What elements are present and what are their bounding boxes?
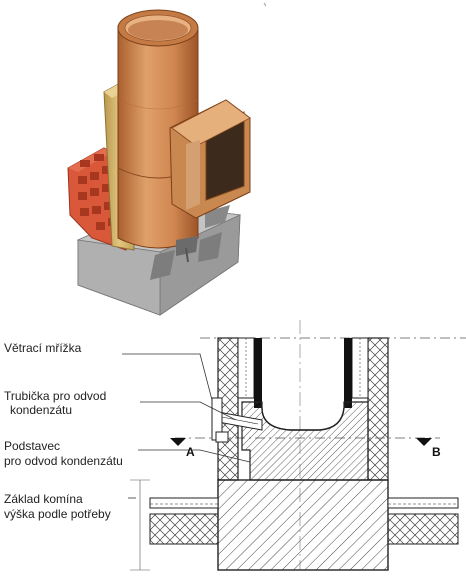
section-marker-b: B [416,438,441,459]
leader-lines [122,353,251,499]
label-condensate-base-1: Podstavec [4,439,60,453]
foundation-block [217,479,389,571]
technical-section-drawing: A B Větrací mřížka Trubička pro odvod ko… [4,320,466,571]
label-foundation-2: výška podle potřeby [4,507,111,521]
flue-connector [169,99,251,219]
section-label-b: B [432,445,441,459]
vent-grille [211,397,229,443]
insulation-walls [237,337,369,399]
outer-shell-walls [217,337,389,481]
label-condensate-tube-1: Trubička pro odvod [4,389,106,403]
image-artifact-mark [263,2,267,7]
condensate-tube-3d [176,236,198,263]
chimney-3d-render [67,2,267,316]
flue-tube-walls [254,338,352,408]
section-marker-a: A [170,438,195,459]
label-condensate-tube-2: kondenzátu [10,403,72,417]
section-label-a: A [186,445,195,459]
label-condensate-base-2: pro odvod kondenzátu [4,454,123,468]
label-foundation-1: Základ komína [4,492,83,506]
condensate-base [241,401,369,481]
label-vent-grille: Větrací mřížka [4,341,82,355]
floor-slabs [130,479,459,571]
